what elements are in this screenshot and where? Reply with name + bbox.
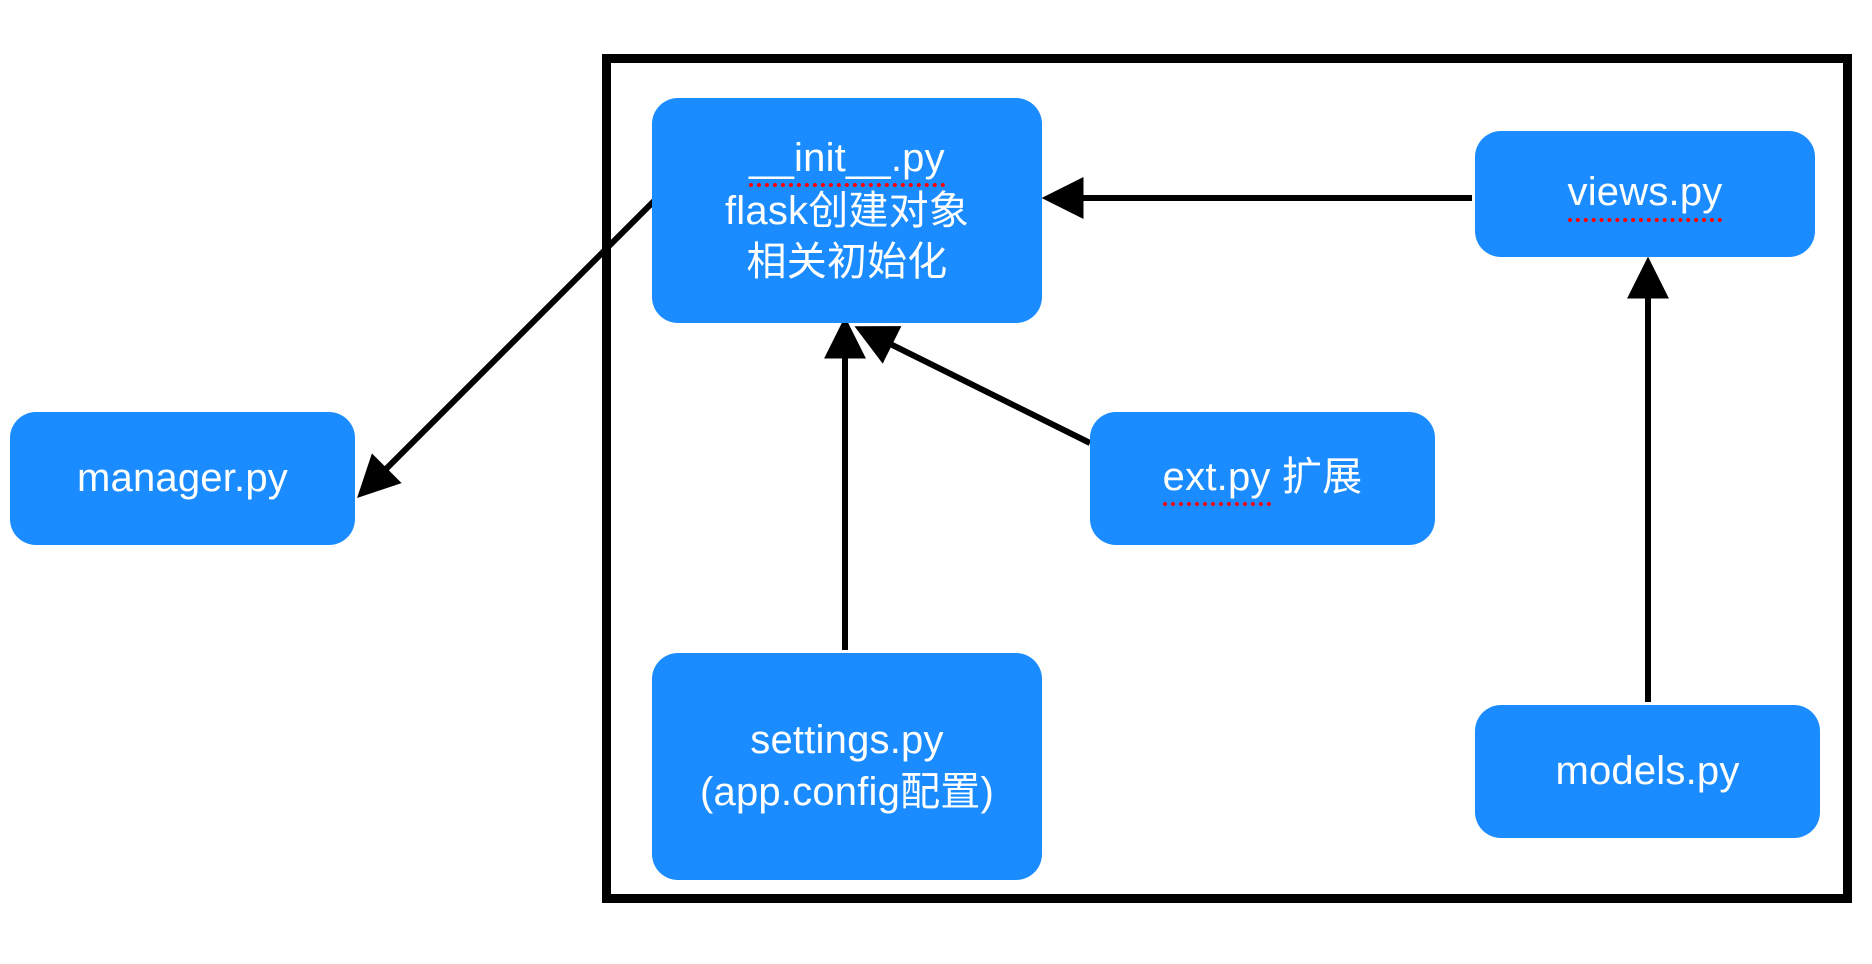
node-settings-py-line-1: (app.config配置) xyxy=(699,769,995,814)
node-ext-py[interactable]: ext.py 扩展 xyxy=(1090,412,1435,545)
node-settings-py-line-0: settings.py xyxy=(750,718,944,763)
node-manager-py-line-0: manager.py xyxy=(76,455,289,500)
node-ext-py-suffix: 扩展 xyxy=(1270,454,1363,499)
spellcheck-underline: __init__.py xyxy=(749,133,945,188)
node-settings-py[interactable]: settings.py (app.config配置) xyxy=(652,653,1042,880)
node-views-py-line-0: views.py xyxy=(1567,167,1723,222)
node-models-py-line-0: models.py xyxy=(1555,748,1740,793)
node-manager-py[interactable]: manager.py xyxy=(10,412,355,545)
node-views-py[interactable]: views.py xyxy=(1475,131,1815,257)
node-models-py[interactable]: models.py xyxy=(1475,705,1820,838)
spellcheck-underline: ext.py xyxy=(1162,452,1271,507)
node-init-py-line-0: __init__.py xyxy=(749,133,945,188)
spellcheck-underline: views.py xyxy=(1567,167,1723,222)
node-init-py-line-1: flask创建对象 xyxy=(724,188,970,233)
node-init-py-line-2: 相关初始化 xyxy=(746,240,948,285)
node-ext-py-line-0: ext.py 扩展 xyxy=(1162,452,1363,507)
